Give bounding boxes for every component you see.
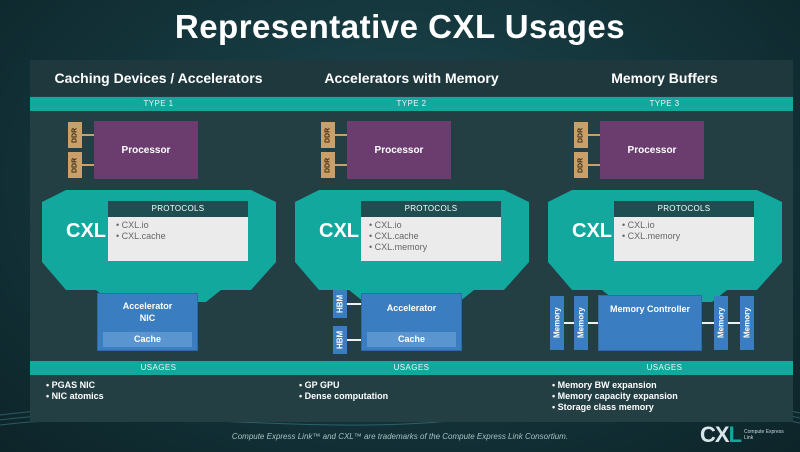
protocols-box: PROTOCOLS • CXL.io • CXL.memory [614,201,754,261]
hbm-connector [347,339,361,341]
ddr-chip: DDR [574,152,588,178]
hbm-chip: HBM [333,326,347,354]
protocols-heading: PROTOCOLS [108,201,248,217]
type-bar: TYPE 2 [283,97,540,111]
trademark-footer: Compute Express Link™ and CXL™ are trade… [231,432,569,441]
usage-item: Storage class memory [552,402,678,413]
memory-connector [728,322,740,324]
logo-subtitle: Compute Express Link [744,429,784,441]
device-label: NIC [139,313,156,323]
protocol-item: • CXL.io [622,220,655,230]
ddr-connector [82,134,94,136]
type-bar: TYPE 3 [536,97,793,111]
column-heading: Accelerators with Memory [283,60,540,96]
device-label: Memory Controller [609,304,690,314]
ddr-chip: DDR [321,152,335,178]
cxl-label: CXL [66,220,106,242]
memory-chip: Memory [574,296,588,350]
memory-chip: Memory [550,296,564,350]
protocols-box: PROTOCOLS • CXL.io • CXL.cache • CXL.mem… [361,201,501,261]
type-bar: TYPE 1 [30,97,287,111]
usages-list: Memory BW expansion Memory capacity expa… [552,380,678,413]
protocol-item: • CXL.cache [116,231,166,241]
usages-bar: USAGES [536,361,793,375]
protocols-heading: PROTOCOLS [361,201,501,217]
usages-bar: USAGES [30,361,287,375]
usages-list: PGAS NIC NIC atomics [46,380,104,402]
processor-block: Processor [347,121,451,179]
ddr-connector [588,164,600,166]
memory-chip: Memory [740,296,754,350]
ddr-chip: DDR [68,152,82,178]
ddr-connector [588,134,600,136]
usage-item: Memory capacity expansion [552,391,678,402]
device-label: Accelerator [386,303,437,313]
cache-block: Cache [367,332,456,347]
ddr-chip: DDR [574,122,588,148]
ddr-connector [335,164,347,166]
processor-block: Processor [94,121,198,179]
ddr-connector [335,134,347,136]
usage-item: Memory BW expansion [552,380,678,391]
usage-item: Dense computation [299,391,389,402]
cache-block: Cache [103,332,192,347]
protocol-item: • CXL.memory [369,242,428,252]
column-heading: Caching Devices / Accelerators [30,60,287,96]
memory-connector [588,322,598,324]
cxl-label: CXL [572,220,612,242]
device-label: Accelerator [122,301,173,311]
cxl-label: CXL [319,220,359,242]
hbm-connector [347,303,361,305]
page-title: Representative CXL Usages [174,8,626,45]
protocols-box: PROTOCOLS • CXL.io • CXL.cache [108,201,248,261]
memory-controller-block: Memory Controller [598,295,702,351]
hbm-chip: HBM [333,290,347,318]
column-type2: Accelerators with Memory TYPE 2 DDR DDR … [283,60,540,422]
ddr-chip: DDR [68,122,82,148]
ddr-connector [82,164,94,166]
cxl-logo: CXL Compute Express Link [700,422,784,447]
protocol-item: • CXL.memory [622,231,681,241]
usage-item: PGAS NIC [46,380,104,391]
protocol-item: • CXL.io [369,220,402,230]
protocols-heading: PROTOCOLS [614,201,754,217]
ddr-chip: DDR [321,122,335,148]
processor-block: Processor [600,121,704,179]
memory-chip: Memory [714,296,728,350]
column-type1: Caching Devices / Accelerators TYPE 1 DD… [30,60,287,422]
protocol-item: • CXL.io [116,220,149,230]
logo-mark: CXL [700,422,742,447]
usages-list: GP GPU Dense computation [299,380,389,402]
column-type3: Memory Buffers TYPE 3 DDR DDR Processor … [536,60,793,422]
column-heading: Memory Buffers [536,60,793,96]
memory-connector [564,322,574,324]
protocol-item: • CXL.cache [369,231,419,241]
usage-item: NIC atomics [46,391,104,402]
memory-connector [702,322,714,324]
usage-item: GP GPU [299,380,388,391]
usages-bar: USAGES [283,361,540,375]
